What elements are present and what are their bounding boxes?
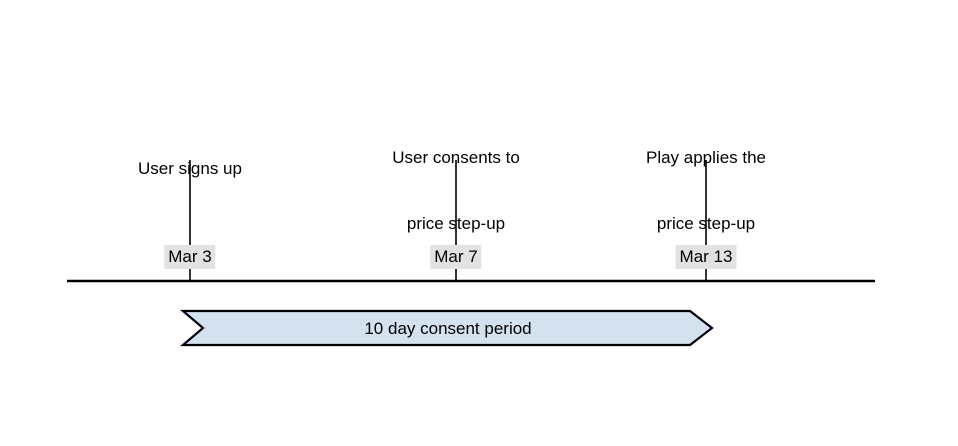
date-chip-mar-3: Mar 3 (164, 245, 216, 269)
event-label-line: price step-up (406, 214, 506, 233)
event-label-line: Play applies the (645, 148, 767, 167)
consent-period-banner-shape[interactable] (180, 309, 714, 347)
event-label-applied: Play applies the price step-up (556, 103, 856, 279)
event-label-line: User consents to (392, 148, 520, 167)
event-label-signup: User signs up (40, 114, 340, 224)
consent-period-label: 10 day consent period (364, 319, 532, 338)
event-label-consent: User consents to price step-up (306, 103, 606, 279)
event-label-line: User signs up (138, 159, 242, 178)
date-chip-mar-13: Mar 13 (675, 245, 737, 269)
date-chip-mar-7: Mar 7 (430, 245, 482, 269)
event-label-line: price step-up (656, 214, 756, 233)
